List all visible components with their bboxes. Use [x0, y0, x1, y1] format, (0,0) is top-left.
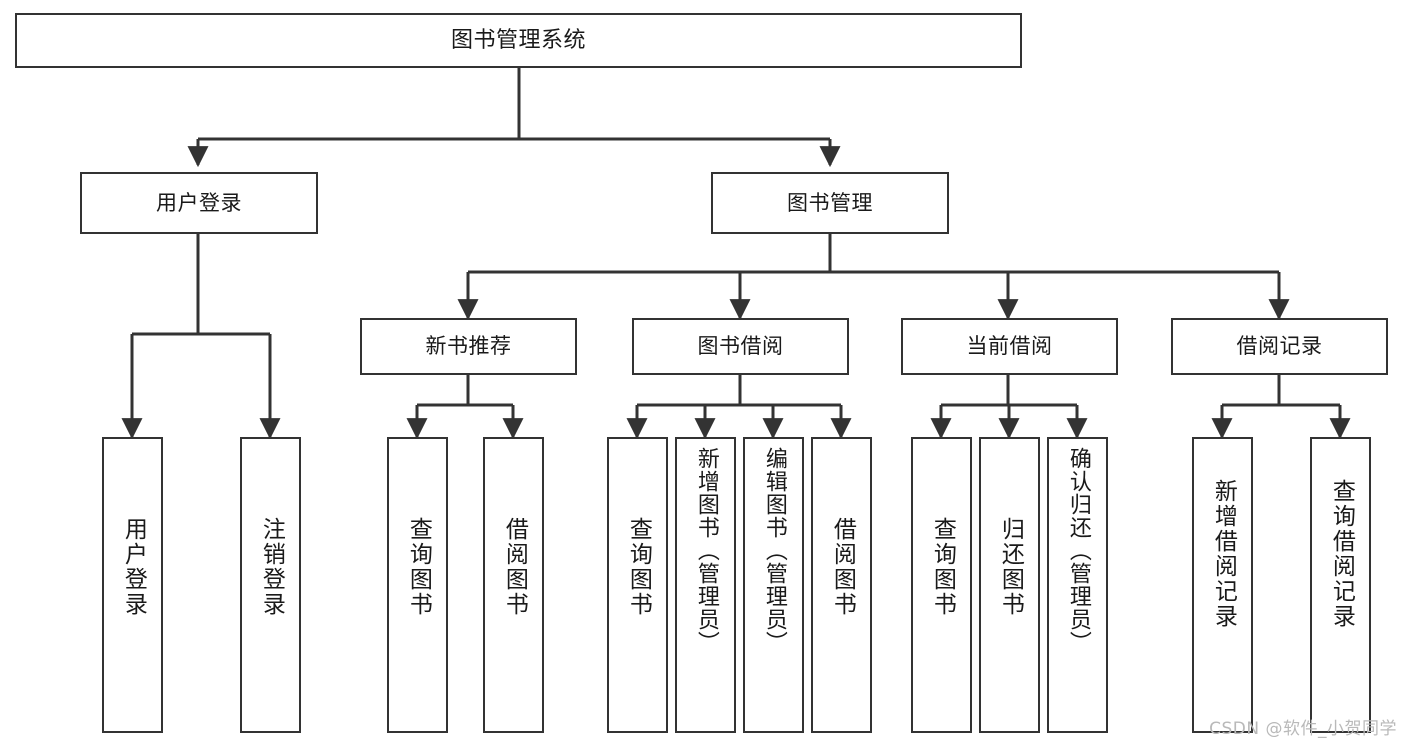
leaf-current-confirm-return-label: 确认归还（管理员）	[1065, 447, 1091, 654]
leaf-new-book-borrow[interactable]: 借阅图书	[483, 437, 544, 733]
node-user-login-label: 用户登录	[156, 190, 242, 215]
node-root[interactable]: 图书管理系统	[15, 13, 1022, 68]
leaf-record-query-label: 查询借阅记录	[1328, 479, 1355, 629]
leaf-current-return-book[interactable]: 归还图书	[979, 437, 1040, 733]
leaf-new-book-query-label: 查询图书	[405, 517, 432, 617]
leaf-new-book-query[interactable]: 查询图书	[387, 437, 448, 733]
leaf-current-confirm-return[interactable]: 确认归还（管理员）	[1047, 437, 1108, 733]
leaf-user-login-login-label: 用户登录	[120, 517, 147, 617]
leaf-user-login-logout-label: 注销登录	[258, 517, 285, 617]
node-book-management[interactable]: 图书管理	[711, 172, 949, 234]
leaf-borrow-query-book[interactable]: 查询图书	[607, 437, 668, 733]
node-user-login[interactable]: 用户登录	[80, 172, 318, 234]
node-book-borrow-label: 图书借阅	[697, 334, 784, 359]
leaf-borrow-borrow-book[interactable]: 借阅图书	[811, 437, 872, 733]
leaf-record-query[interactable]: 查询借阅记录	[1310, 437, 1371, 733]
leaf-record-add[interactable]: 新增借阅记录	[1192, 437, 1253, 733]
node-book-borrow[interactable]: 图书借阅	[632, 318, 849, 375]
leaf-user-login-login[interactable]: 用户登录	[102, 437, 163, 733]
node-root-label: 图书管理系统	[450, 27, 586, 53]
leaf-borrow-query-book-label: 查询图书	[625, 517, 652, 617]
leaf-current-query-book[interactable]: 查询图书	[911, 437, 972, 733]
leaf-borrow-borrow-book-label: 借阅图书	[829, 517, 856, 617]
node-borrow-record-label: 借阅记录	[1236, 334, 1323, 359]
leaf-new-book-borrow-label: 借阅图书	[501, 517, 528, 617]
leaf-current-query-book-label: 查询图书	[929, 517, 956, 617]
node-book-management-label: 图书管理	[787, 190, 873, 215]
leaf-borrow-edit-book[interactable]: 编辑图书（管理员）	[743, 437, 804, 733]
watermark: CSDN @软件_小贺同学	[1209, 719, 1397, 739]
leaf-borrow-edit-book-label: 编辑图书（管理员）	[761, 447, 787, 654]
node-new-book-recommend[interactable]: 新书推荐	[360, 318, 577, 375]
node-current-borrow-label: 当前借阅	[966, 334, 1053, 359]
node-current-borrow[interactable]: 当前借阅	[901, 318, 1118, 375]
leaf-current-return-book-label: 归还图书	[997, 517, 1024, 617]
leaf-borrow-add-book[interactable]: 新增图书（管理员）	[675, 437, 736, 733]
leaf-borrow-add-book-label: 新增图书（管理员）	[693, 447, 719, 654]
leaf-record-add-label: 新增借阅记录	[1210, 479, 1237, 629]
node-new-book-recommend-label: 新书推荐	[425, 334, 512, 359]
node-borrow-record[interactable]: 借阅记录	[1171, 318, 1388, 375]
leaf-user-login-logout[interactable]: 注销登录	[240, 437, 301, 733]
